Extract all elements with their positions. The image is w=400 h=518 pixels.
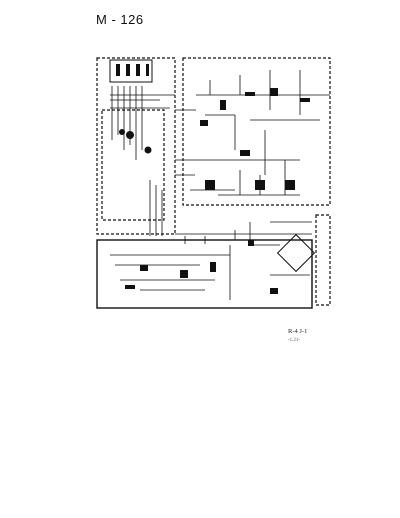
right-main-block xyxy=(182,57,331,206)
component-marks xyxy=(116,64,310,294)
page-title: M - 126 xyxy=(96,12,144,27)
right-lower-block xyxy=(315,214,331,306)
left-upper-block xyxy=(96,57,176,235)
page-note-sub: -1.21- xyxy=(288,338,301,343)
page-note: R-4 J-1 xyxy=(288,328,308,335)
wiring xyxy=(110,70,330,300)
lower-block xyxy=(96,239,313,309)
switch-bank xyxy=(109,59,153,83)
left-inner-block xyxy=(101,109,165,221)
bridge-rectifier xyxy=(276,233,316,273)
